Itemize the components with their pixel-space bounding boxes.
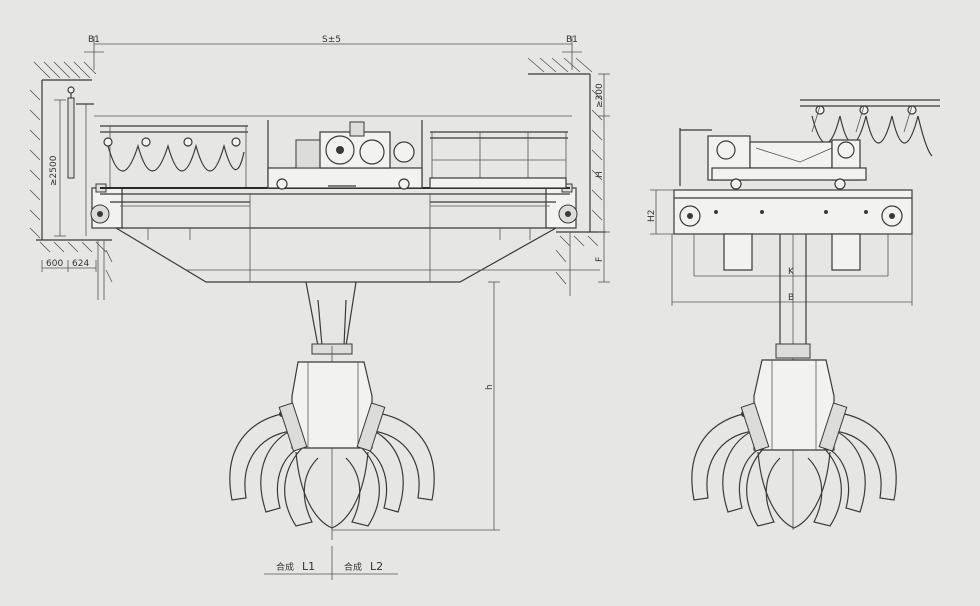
trolley-side bbox=[679, 128, 867, 190]
l2-label: L2 bbox=[370, 560, 383, 573]
left-clearance: ≥2500 bbox=[49, 86, 94, 237]
bottom-left-dims: 600 624 bbox=[41, 259, 97, 272]
grab-bucket-left bbox=[229, 361, 435, 529]
clearance-top-label: ≥300 bbox=[595, 83, 605, 108]
l2-prefix: 合成 bbox=[344, 561, 362, 573]
side-elevation-view: H2 K B bbox=[647, 99, 940, 530]
dim-600-label: 600 bbox=[46, 259, 63, 269]
dim-624-label: 624 bbox=[72, 259, 89, 269]
h2-dimension: H2 bbox=[647, 189, 674, 235]
k-b-dimensions: K B bbox=[671, 234, 913, 306]
h-label: H bbox=[595, 171, 605, 178]
f-label: F bbox=[595, 257, 605, 262]
walkway-railing-right bbox=[429, 131, 568, 189]
clearance-left-label: ≥2500 bbox=[49, 155, 59, 186]
b1-left-label: B1 bbox=[88, 35, 100, 45]
left-wall bbox=[29, 61, 113, 300]
right-height-dims: ≥300 H F bbox=[595, 73, 610, 283]
end-carriage-right bbox=[545, 183, 578, 229]
l1-prefix: 合成 bbox=[276, 561, 294, 573]
trolley-hoist bbox=[267, 120, 423, 190]
grab-bucket-right bbox=[691, 359, 897, 529]
end-girder bbox=[673, 189, 913, 276]
h2-label: H2 bbox=[647, 210, 657, 223]
span-dimension: S±5 B1 B1 bbox=[84, 35, 582, 70]
front-elevation-view: S±5 B1 B1 ≥2500 bbox=[29, 35, 610, 580]
k-label: K bbox=[788, 267, 795, 277]
festoon-cable-right bbox=[800, 99, 940, 157]
b-label: B bbox=[788, 293, 794, 303]
festoon-cable-left bbox=[100, 125, 248, 188]
h-small-label: h bbox=[485, 384, 495, 390]
l1-label: L1 bbox=[302, 560, 315, 573]
h-dimension: h bbox=[332, 281, 500, 531]
end-carriage-left bbox=[90, 183, 123, 229]
l-dimensions: 合成 L1 合成 L2 bbox=[264, 546, 398, 580]
b1-right-label: B1 bbox=[566, 35, 578, 45]
right-wall bbox=[527, 57, 606, 296]
span-label: S±5 bbox=[322, 35, 341, 45]
